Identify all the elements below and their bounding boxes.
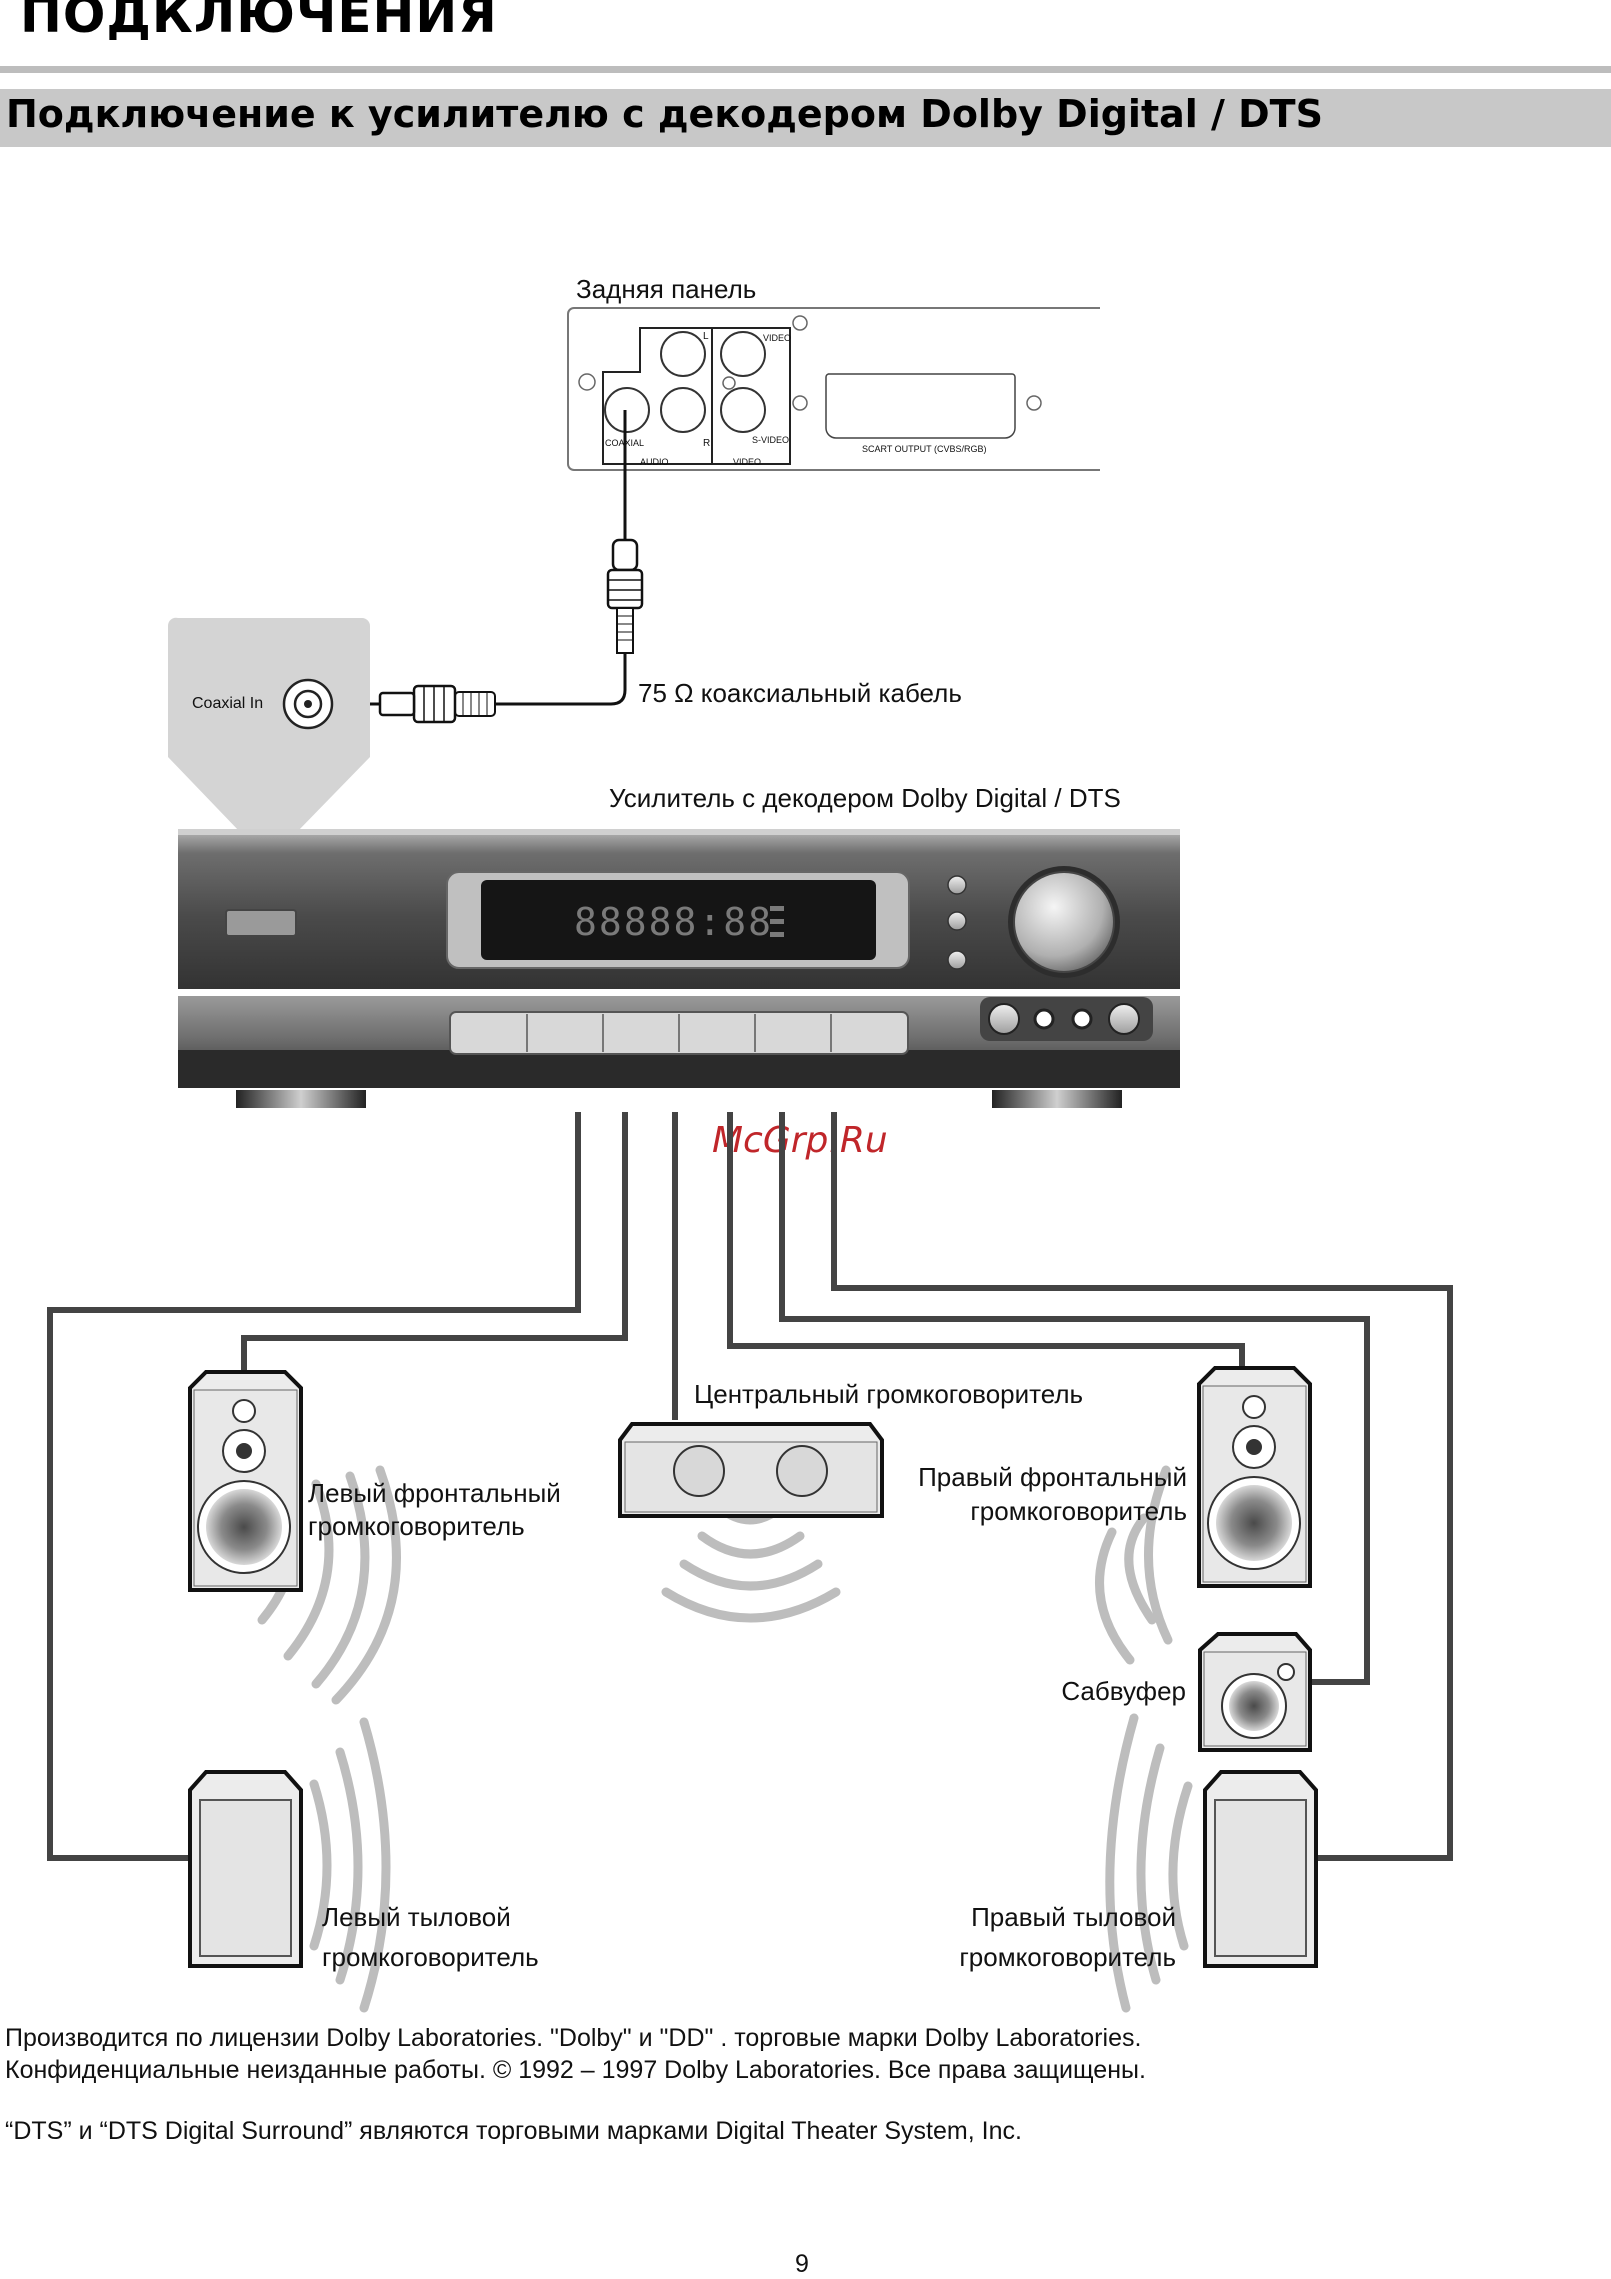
page-title: ПОДКЛЮЧЕНИЯ: [20, 0, 498, 44]
right-front-label-2: громкоговоритель: [970, 1496, 1187, 1526]
front-jack-4: [1108, 1003, 1140, 1035]
coaxial-in-callout: Coaxial In: [167, 617, 370, 832]
svg-text:L: L: [703, 331, 709, 342]
front-button-2: [947, 911, 967, 931]
coaxial-jack: [604, 387, 650, 433]
section-heading: Подключение к усилителю с декодером Dolb…: [6, 92, 1323, 136]
front-button-1: [947, 875, 967, 895]
amplifier: Усилитель с декодером Dolby Digital / DT…: [178, 783, 1180, 1108]
front-jack-2: [1033, 1008, 1055, 1030]
license-line-1: Производится по лицензии Dolby Laborator…: [5, 2024, 1142, 2052]
center-speaker: [618, 1422, 884, 1518]
left-rear-label-1: Левый тыловой: [322, 1902, 511, 1932]
front-jack-3: [1071, 1008, 1093, 1030]
right-front-label-1: Правый фронтальный: [918, 1462, 1187, 1492]
left-front-label-1: Левый фронтальный: [308, 1478, 561, 1508]
right-rear-label-1: Правый тыловой: [971, 1902, 1176, 1932]
left-rear-label-2: громкоговоритель: [322, 1942, 539, 1972]
right-front-speaker: [1197, 1366, 1312, 1588]
title-rule: [0, 66, 1611, 73]
rear-panel-label: Задняя панель: [576, 274, 756, 304]
svg-text:VIDEO: VIDEO: [763, 333, 791, 343]
dts-trademark-line: “DTS” и “DTS Digital Surround” являются …: [5, 2117, 1022, 2145]
section-bar: [0, 89, 1611, 147]
front-jack-1: [988, 1003, 1020, 1035]
video-jack: [720, 331, 766, 377]
subwoofer-label: Сабвуфер: [1061, 1676, 1186, 1706]
power-button: [225, 909, 297, 937]
display-readout: 88888:88: [574, 900, 773, 944]
speaker-wires: [47, 1112, 1453, 1861]
svg-text:AUDIO: AUDIO: [640, 457, 669, 467]
scart-connector: [825, 373, 1016, 439]
subwoofer: [1198, 1632, 1312, 1752]
left-rear-speaker: [188, 1770, 303, 1968]
s-video-jack: [720, 387, 766, 433]
display-window: [481, 880, 876, 960]
watermark: McGrp.Ru: [712, 1120, 888, 1161]
coaxial-in-label: Coaxial In: [192, 695, 263, 712]
svg-text:SCART OUTPUT (CVBS/RGB): SCART OUTPUT (CVBS/RGB): [862, 444, 987, 454]
right-rear-speaker: [1203, 1770, 1318, 1968]
coaxial-cable: 75 Ω коаксиальный кабель: [335, 410, 962, 724]
left-front-label-2: громкоговоритель: [308, 1511, 525, 1541]
license-line-2: Конфиденциальные неизданные работы. © 19…: [5, 2056, 1146, 2084]
front-button-3: [947, 950, 967, 970]
right-rear-label-2: громкоговоритель: [959, 1942, 1176, 1972]
audio-r-jack: [660, 387, 706, 433]
sound-waves: [257, 1465, 1193, 2013]
volume-knob: [1013, 871, 1115, 973]
svg-text:R: R: [703, 438, 710, 449]
audio-l-jack: [660, 331, 706, 377]
page-number: 9: [795, 2250, 809, 2278]
svg-text:VIDEO: VIDEO: [733, 457, 761, 467]
rear-panel: Задняя панель L R VIDEO S-VIDEO COAXIAL …: [567, 274, 1100, 471]
center-label: Центральный громкоговоритель: [694, 1379, 1083, 1409]
amplifier-label: Усилитель с декодером Dolby Digital / DT…: [609, 783, 1121, 813]
cable-label: 75 Ω коаксиальный кабель: [638, 678, 962, 708]
svg-text:S-VIDEO: S-VIDEO: [752, 435, 789, 445]
left-front-speaker: [188, 1370, 303, 1592]
